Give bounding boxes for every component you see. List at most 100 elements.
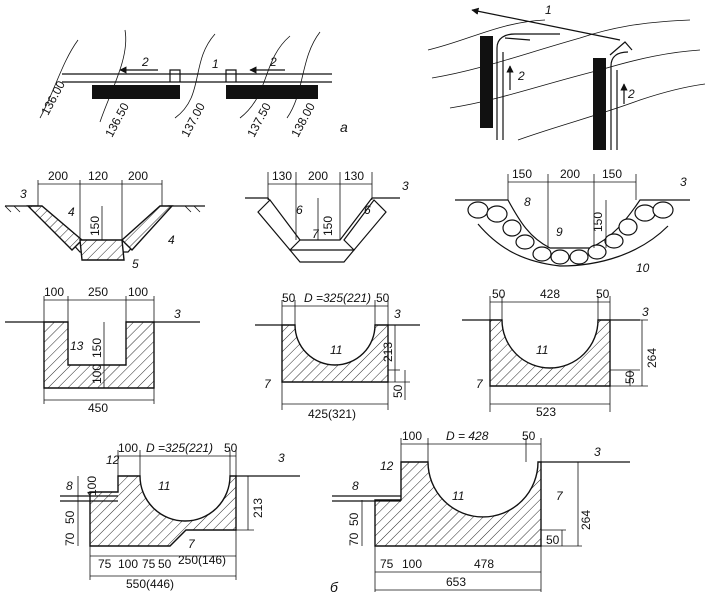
- s4-label-3: 3: [174, 307, 181, 321]
- s1-dim-120: 120: [88, 169, 108, 183]
- s7-dim-50b: 50: [158, 557, 172, 571]
- section-6: 50 428 50 264 50 523 3 11 7: [462, 287, 659, 419]
- section-5: 50 D =325(221) 50 213 50 425(321) 3 11 7: [255, 291, 420, 421]
- elev-137-00: 137.00: [178, 100, 208, 139]
- s7-dim-100: 100: [118, 441, 138, 455]
- s7-dim-250: 250(146): [178, 553, 226, 567]
- plan-right-label-2a: 2: [517, 69, 525, 83]
- s4-dim-100-right: 100: [128, 285, 148, 299]
- s1-dim-150: 150: [88, 216, 102, 236]
- s3-stones: [467, 201, 674, 265]
- elev-137-50: 137.50: [244, 100, 274, 139]
- s5-dim-50-left: 50: [282, 291, 296, 305]
- s4-dim-100-left: 100: [44, 285, 64, 299]
- s7-label-3: 3: [278, 451, 285, 465]
- s1-label-5: 5: [132, 257, 139, 271]
- s1-label-4b: 4: [168, 233, 175, 247]
- s8-dim-264: 264: [579, 510, 593, 530]
- plan-left-label-1: 1: [212, 57, 219, 71]
- s7-dim-70-left: 70: [63, 532, 77, 546]
- s7-dim-50-left: 50: [63, 510, 77, 524]
- s6-dim-523: 523: [536, 405, 556, 419]
- s4-dim-100: 100: [90, 364, 104, 384]
- s8-dim-d: D = 428: [446, 429, 489, 443]
- s1-dim-200-left: 200: [48, 169, 68, 183]
- section-4: 100 250 100 150 100 450 3 13: [5, 285, 200, 415]
- s4-dim-250: 250: [88, 285, 108, 299]
- s5-dim-50-bottom: 50: [391, 384, 405, 398]
- s7-label-7: 7: [188, 537, 196, 551]
- s2-label-3: 3: [402, 179, 409, 193]
- s7-dim-75a: 75: [98, 557, 112, 571]
- plan-label-a: а: [340, 119, 348, 135]
- s2-dim-150: 150: [321, 216, 335, 236]
- s5-label-7: 7: [264, 377, 272, 391]
- s3-dim-150-left: 150: [512, 167, 532, 181]
- s1-label-3: 3: [20, 187, 27, 201]
- s4-dim-450: 450: [88, 401, 108, 415]
- s1-dim-200-right: 200: [128, 169, 148, 183]
- s7-label-11: 11: [158, 479, 170, 493]
- s8-dim-50-left: 50: [347, 512, 361, 526]
- s5-dim-50-right: 50: [376, 291, 390, 305]
- s5-label-3: 3: [394, 307, 401, 321]
- s8-dim-75: 75: [380, 557, 394, 571]
- s7-dim-50-right: 50: [224, 441, 238, 455]
- s7-dim-213: 213: [251, 498, 265, 518]
- s5-dim-425: 425(321): [308, 407, 356, 421]
- section-7: 100 D =325(221) 50 213 100 50 70 75 100 …: [60, 441, 300, 591]
- s1-label-4a: 4: [68, 205, 75, 219]
- section-3: 150 200 150 150 3 8 9 10: [455, 167, 690, 275]
- s7-dim-d: D =325(221): [146, 441, 213, 455]
- s8-label-3: 3: [594, 445, 601, 459]
- s5-dim-213: 213: [381, 342, 395, 362]
- elev-136-00: 136.00: [38, 78, 68, 117]
- s3-dim-150-right: 150: [602, 167, 622, 181]
- s2-label-6b: 6: [364, 203, 371, 217]
- s8-dim-70-left: 70: [347, 532, 361, 546]
- plan-left-label-2b: 2: [269, 55, 277, 69]
- s2-dim-200: 200: [308, 169, 328, 183]
- s7-label-8: 8: [66, 479, 73, 493]
- s8-dim-50-bottom: 50: [546, 533, 560, 547]
- s8-dim-100b: 100: [402, 557, 422, 571]
- s4-dim-150: 150: [90, 338, 104, 358]
- s6-dim-50-left: 50: [492, 287, 506, 301]
- s6-dim-428: 428: [540, 287, 560, 301]
- s2-label-7: 7: [312, 227, 320, 241]
- plan-left-label-2a: 2: [141, 55, 149, 69]
- s5-dim-d: D =325(221): [304, 291, 371, 305]
- s2-dim-130-right: 130: [344, 169, 364, 183]
- s6-label-3: 3: [642, 305, 649, 319]
- plan-right-label-1: 1: [545, 3, 552, 17]
- s4-label-13: 13: [70, 339, 84, 353]
- s3-dim-200: 200: [560, 167, 580, 181]
- s3-label-8: 8: [524, 195, 531, 209]
- s7-dim-550: 550(446): [126, 577, 174, 591]
- s6-label-11: 11: [536, 343, 548, 357]
- s6-label-7: 7: [476, 377, 484, 391]
- s8-dim-100: 100: [402, 429, 422, 443]
- plan-left: 2 2 1 136.00 136.50 137.00 137.50 138.00…: [38, 29, 348, 139]
- s8-label-12: 12: [380, 459, 394, 473]
- s8-label-7: 7: [556, 489, 564, 503]
- elev-138-00: 138.00: [288, 100, 318, 139]
- s3-label-3: 3: [680, 175, 687, 189]
- s8-dim-478: 478: [474, 557, 494, 571]
- s8-label-11: 11: [452, 489, 464, 503]
- s6-dim-50-right: 50: [596, 287, 610, 301]
- s7-dim-100b: 100: [118, 557, 138, 571]
- s7-dim-100-left: 100: [85, 476, 99, 496]
- s8-dim-653: 653: [446, 575, 466, 589]
- s5-label-11: 11: [330, 343, 342, 357]
- elev-136-50: 136.50: [102, 100, 132, 139]
- plan-right-label-2b: 2: [627, 87, 635, 101]
- label-b: б: [330, 579, 339, 595]
- s3-dim-150: 150: [591, 212, 605, 232]
- s7-dim-75b: 75: [142, 557, 156, 571]
- s2-dim-130-left: 130: [272, 169, 292, 183]
- s6-dim-50-bottom: 50: [623, 370, 637, 384]
- section-2: 130 200 130 150 3 6 6 7: [245, 169, 409, 263]
- s2-label-6a: 6: [296, 203, 303, 217]
- plan-right: 1 2 2: [427, 3, 705, 150]
